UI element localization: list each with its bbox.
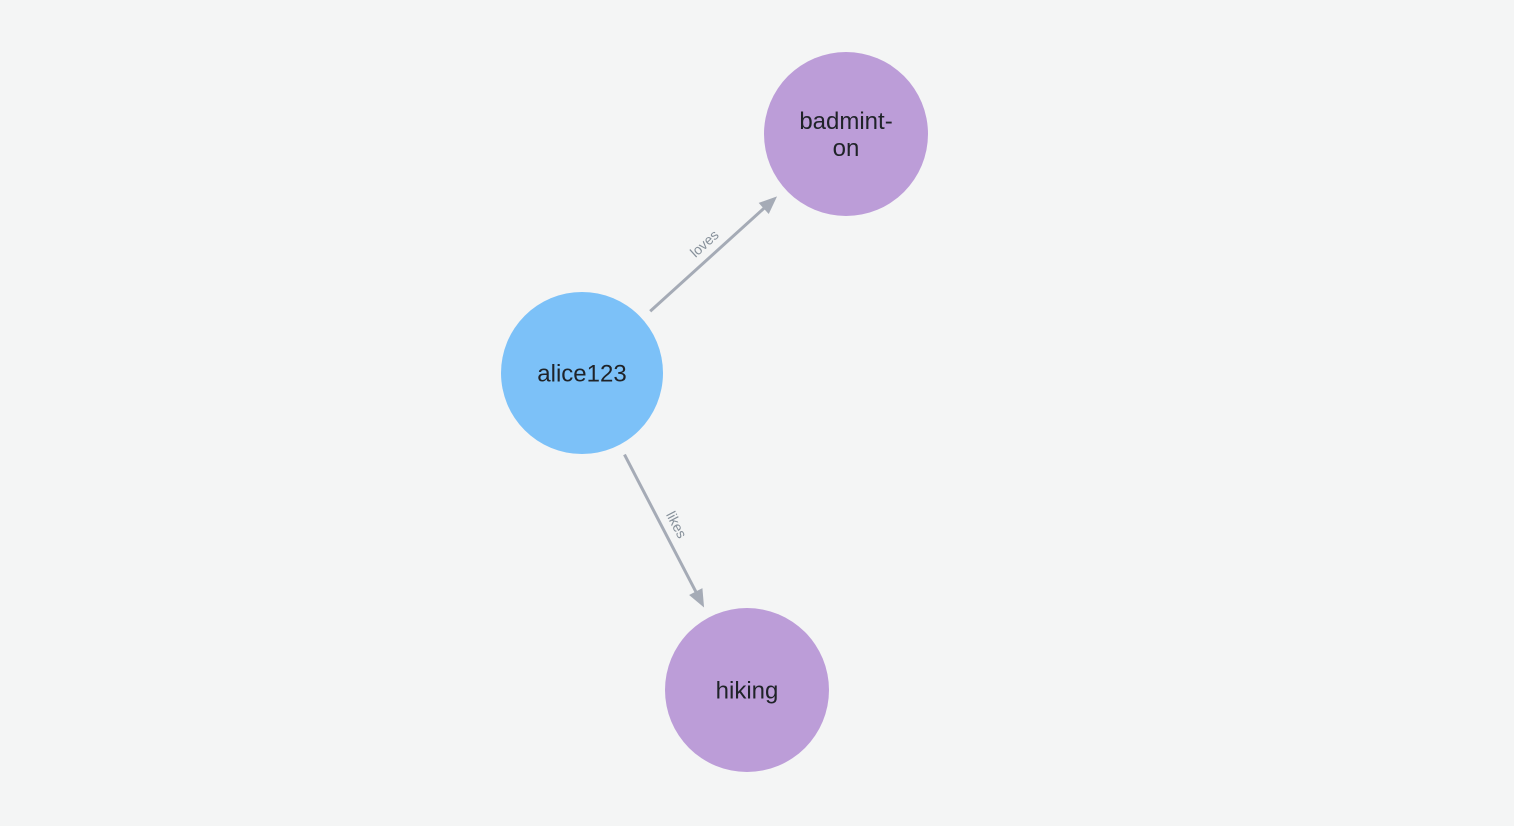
- node-circle[interactable]: [665, 608, 829, 772]
- node-circle[interactable]: [501, 292, 663, 454]
- graph-edge-alice123-loves-badminton[interactable]: loves: [649, 196, 778, 313]
- graph-node-badminton[interactable]: badmint-on: [764, 52, 928, 216]
- graph-node-hiking[interactable]: hiking: [665, 608, 829, 772]
- edge-arrowhead-icon: [689, 588, 705, 608]
- graph-node-alice123[interactable]: alice123: [501, 292, 663, 454]
- edge-arrowhead-icon: [758, 196, 778, 215]
- edge-label: loves: [687, 227, 722, 261]
- graph-edge-alice123-likes-hiking[interactable]: likes: [623, 453, 705, 608]
- edge-line[interactable]: [623, 453, 699, 595]
- edge-line[interactable]: [649, 206, 767, 313]
- node-circle[interactable]: [764, 52, 928, 216]
